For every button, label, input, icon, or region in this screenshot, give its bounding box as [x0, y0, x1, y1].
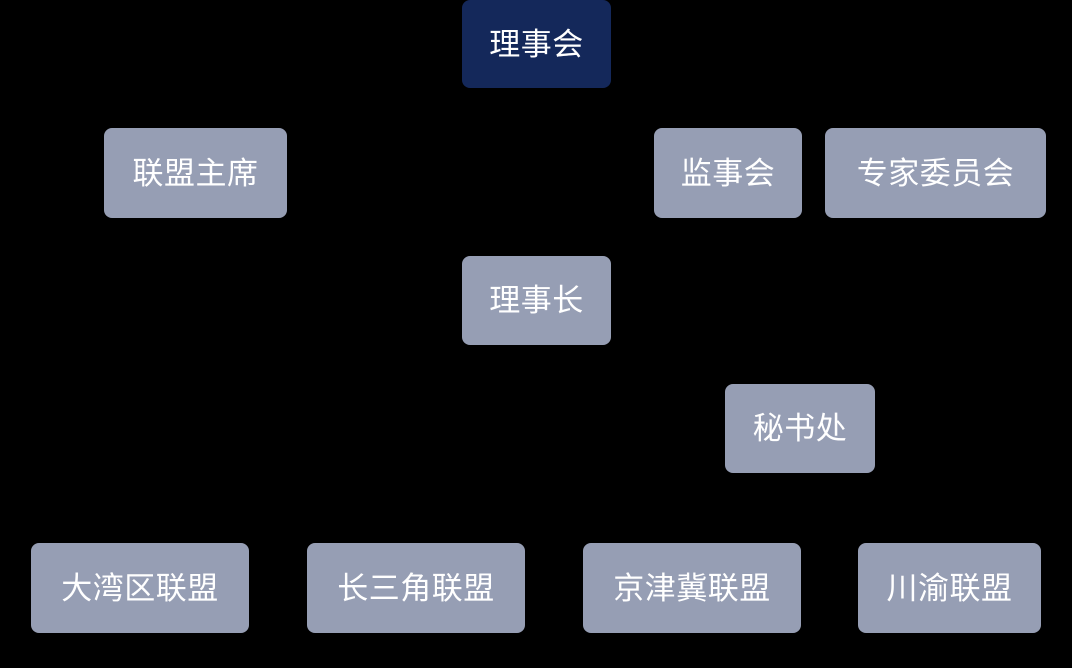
- org-node-supervisory-board[interactable]: 监事会: [654, 128, 802, 218]
- org-node-board-chairman[interactable]: 理事长: [462, 256, 611, 345]
- org-node-greater-bay-area-alliance[interactable]: 大湾区联盟: [31, 543, 249, 633]
- org-node-yangtze-delta-alliance[interactable]: 长三角联盟: [307, 543, 525, 633]
- org-node-alliance-chairman[interactable]: 联盟主席: [104, 128, 287, 218]
- org-node-label-greater-bay-area-alliance: 大湾区联盟: [61, 570, 219, 606]
- org-node-label-yangtze-delta-alliance: 长三角联盟: [337, 570, 495, 606]
- org-node-chuanyu-alliance[interactable]: 川渝联盟: [858, 543, 1041, 633]
- org-node-label-supervisory-board: 监事会: [680, 155, 776, 191]
- org-node-label-board-chairman: 理事长: [489, 283, 584, 318]
- org-node-label-expert-committee: 专家委员会: [856, 155, 1015, 191]
- org-node-label-alliance-chairman: 联盟主席: [132, 155, 259, 191]
- org-node-label-chuanyu-alliance: 川渝联盟: [886, 570, 1013, 606]
- org-node-label-secretariat: 秘书处: [752, 411, 848, 446]
- org-node-expert-committee[interactable]: 专家委员会: [825, 128, 1046, 218]
- org-node-secretariat[interactable]: 秘书处: [725, 384, 875, 473]
- org-node-jingjinji-alliance[interactable]: 京津冀联盟: [583, 543, 801, 633]
- org-node-label-board: 理事会: [489, 26, 584, 62]
- org-node-label-jingjinji-alliance: 京津冀联盟: [613, 570, 771, 606]
- org-node-board[interactable]: 理事会: [462, 0, 611, 88]
